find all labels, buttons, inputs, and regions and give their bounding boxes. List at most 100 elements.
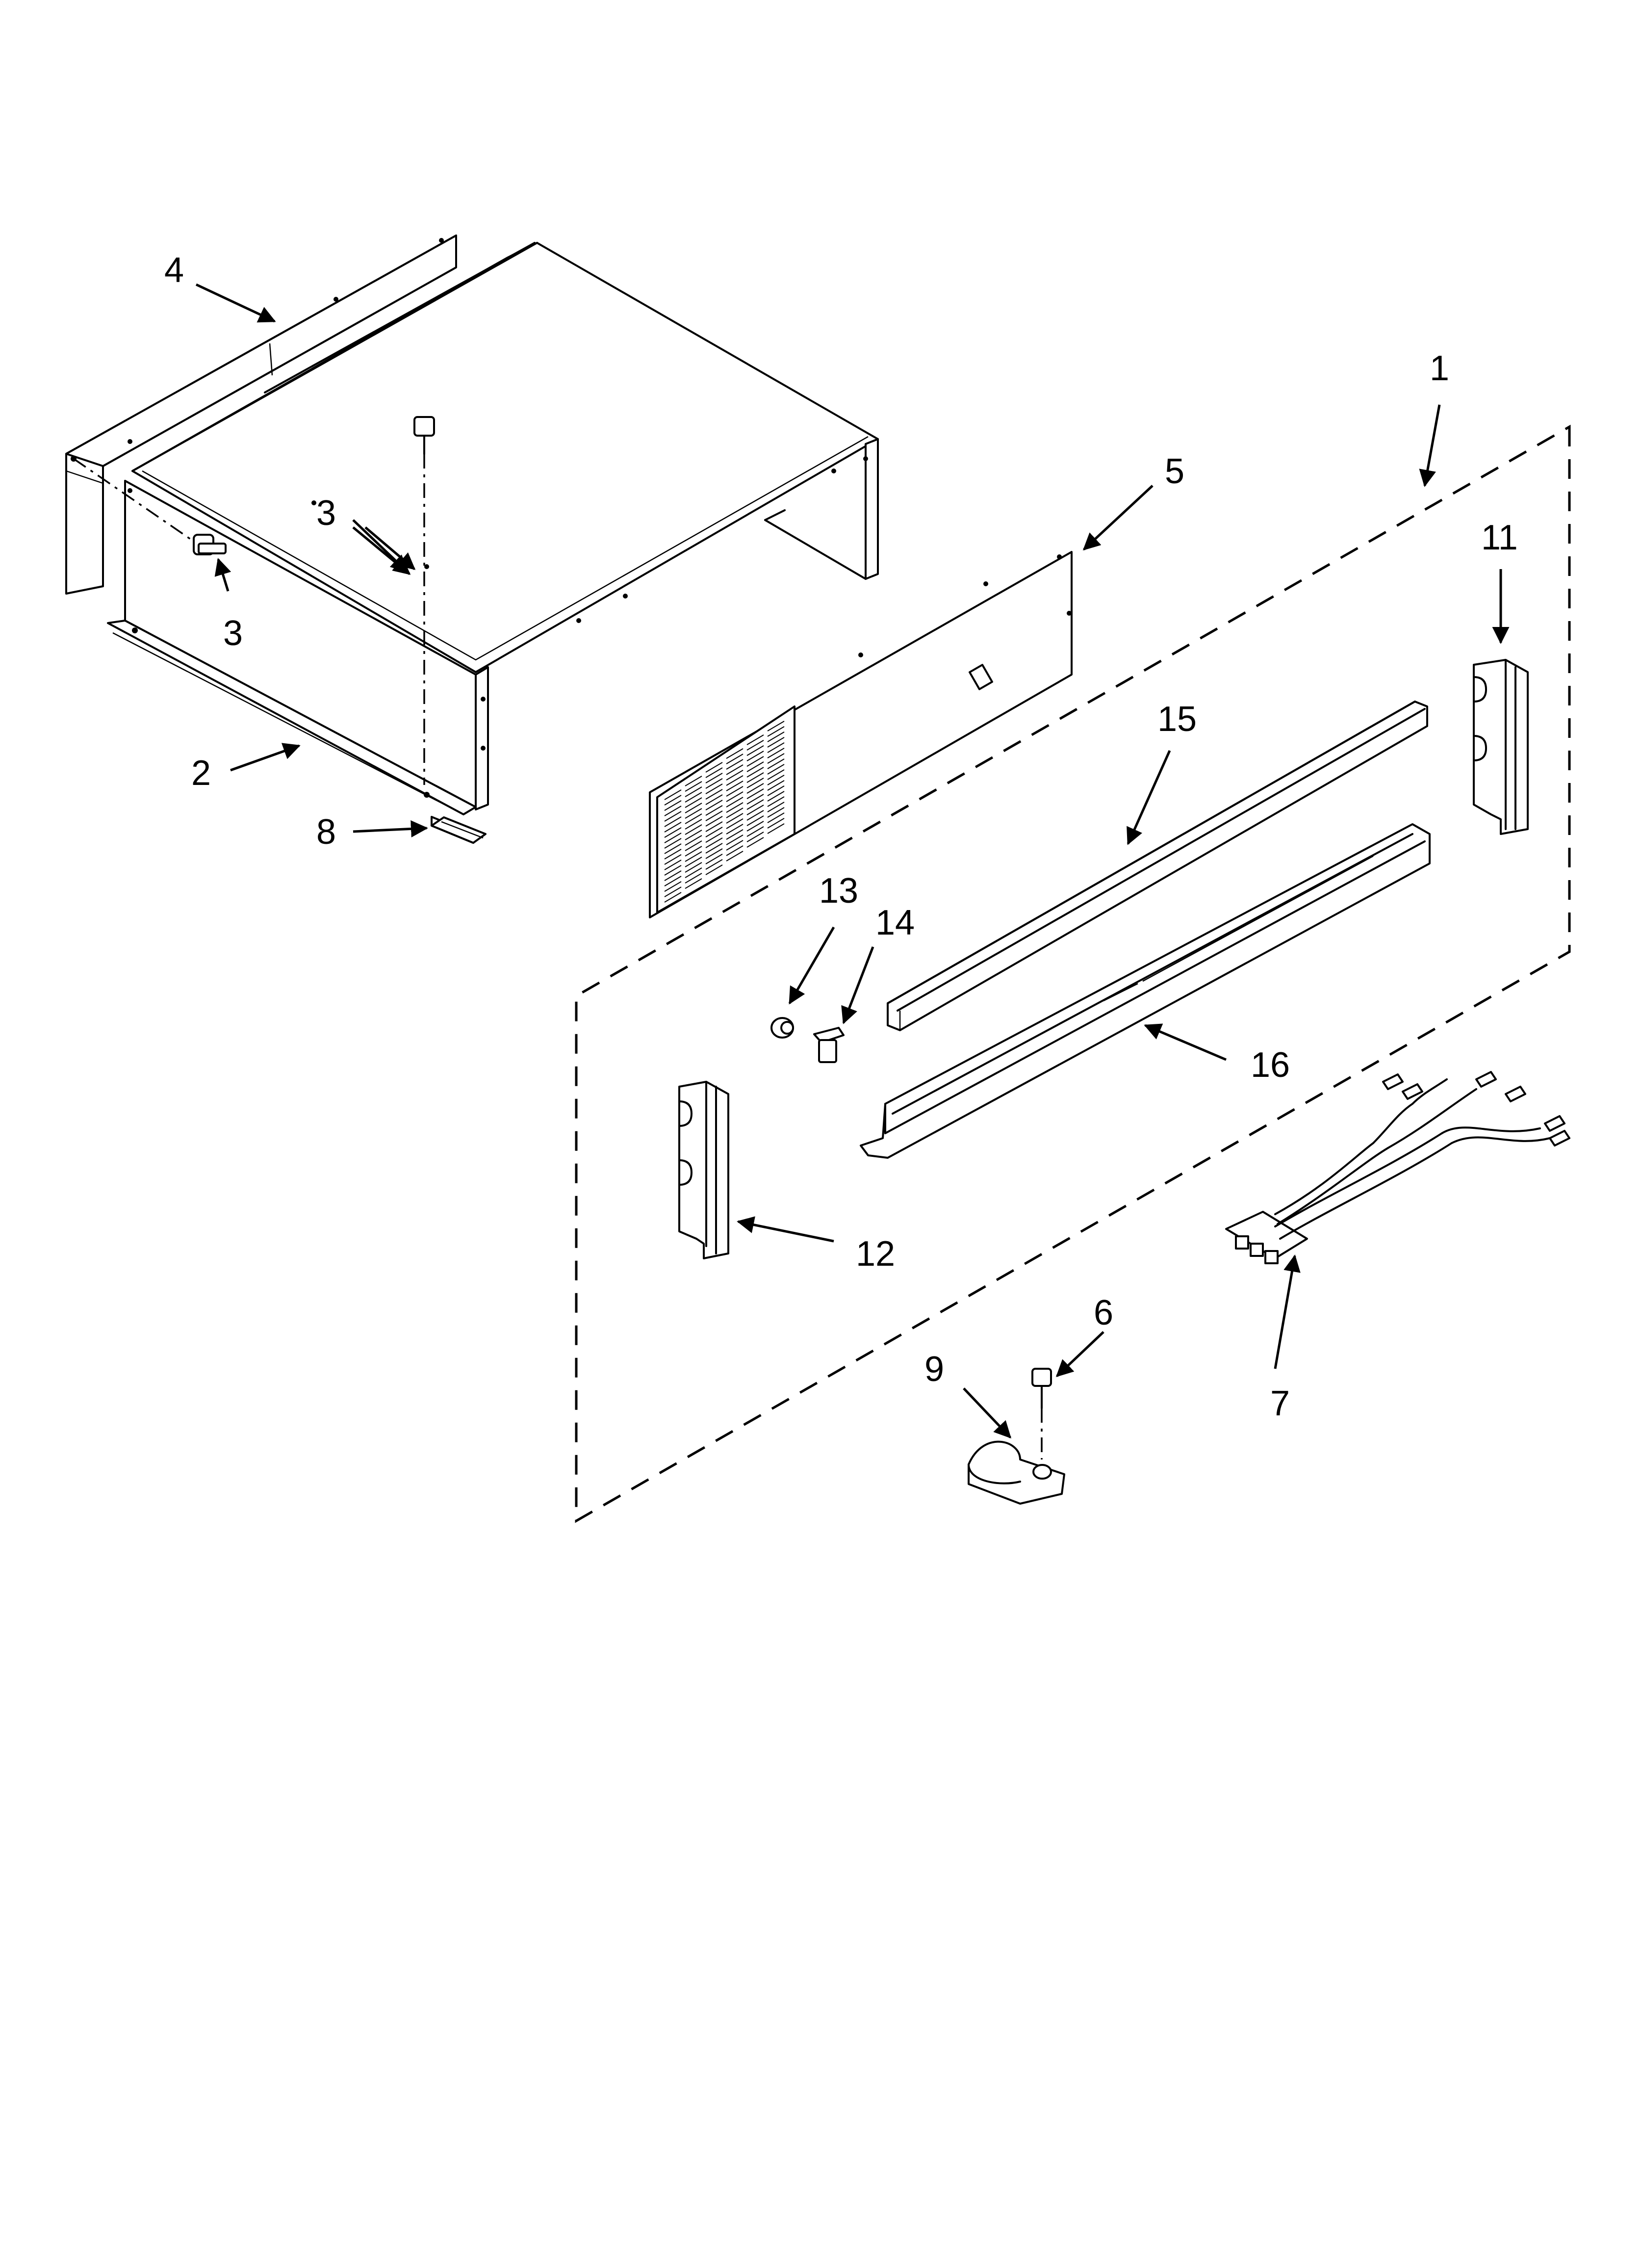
vent-slot: [767, 796, 785, 807]
callout-13: 13: [819, 871, 858, 911]
vent-slot: [685, 873, 702, 884]
vent-slot: [685, 835, 702, 846]
vent-slot: [726, 748, 744, 759]
vent-slot: [726, 818, 744, 829]
vent-slot: [767, 748, 785, 758]
vent-slot: [705, 794, 723, 805]
vent-slot: [664, 854, 682, 865]
callout-3-side: 3: [223, 614, 243, 653]
vent-slot: [685, 824, 702, 835]
vent-slot: [685, 781, 702, 792]
vent-slot: [705, 837, 723, 848]
part-8-clip: [431, 816, 487, 844]
part-3-screw-top: [413, 416, 435, 785]
vent-slot: [746, 740, 764, 751]
vent-slot: [767, 780, 785, 791]
vent-slot: [767, 791, 785, 802]
vent-slot: [746, 745, 764, 756]
vent-slot: [685, 857, 702, 867]
vent-slot: [685, 797, 702, 808]
vent-slot: [685, 786, 702, 797]
vent-slot: [664, 843, 682, 854]
vent-slot: [664, 789, 682, 800]
part-15-upper-rail: [887, 701, 1428, 1031]
vent-slot: [726, 834, 744, 845]
vent-slot: [767, 812, 785, 823]
vent-slot: [746, 767, 764, 778]
part-7-wire-harness: [1225, 1071, 1570, 1264]
callout-8: 8: [316, 812, 336, 852]
callout-3-top: 3: [316, 494, 336, 533]
vent-slot: [664, 833, 682, 843]
vent-slot: [705, 810, 723, 821]
vent-slot: [685, 878, 702, 889]
vent-slot: [767, 731, 785, 742]
vent-slot: [726, 829, 744, 840]
kit-boundary: [575, 424, 1571, 1523]
vent-slot: [746, 821, 764, 832]
vent-slot: [746, 794, 764, 805]
vent-slot: [767, 769, 785, 780]
vent-slot: [746, 805, 764, 815]
part-16-lower-rail: [860, 823, 1431, 1159]
vent-slot: [664, 795, 682, 806]
callout-4: 4: [164, 251, 184, 290]
vent-slot: [664, 865, 682, 876]
vent-slot: [746, 799, 764, 810]
vent-slot: [664, 881, 682, 892]
vent-slot: [705, 827, 723, 837]
vent-slot: [726, 797, 744, 808]
part-11-right-bracket: [1473, 659, 1529, 835]
callout-5: 5: [1165, 452, 1184, 491]
vent-slot: [664, 876, 682, 886]
callout-14: 14: [875, 903, 915, 942]
vent-slot: [705, 843, 723, 854]
vent-slot: [685, 808, 702, 819]
vent-slot: [664, 800, 682, 811]
vent-slot: [685, 830, 702, 840]
vent-slot: [746, 837, 764, 848]
vent-slot: [726, 754, 744, 764]
vent-slot: [664, 860, 682, 870]
callout-9: 9: [924, 1350, 944, 1389]
part-6-screw: [1031, 1368, 1052, 1460]
vent-slot: [746, 751, 764, 761]
vent-slot: [664, 811, 682, 822]
vent-slot: [705, 778, 723, 789]
vent-slot: [726, 775, 744, 786]
vent-slot: [767, 721, 785, 731]
vent-slot: [767, 785, 785, 796]
part-4-rear-bracket: [65, 235, 457, 595]
vent-slot: [685, 792, 702, 803]
vent-slot: [726, 764, 744, 775]
vent-slot: [746, 832, 764, 842]
callout-15: 15: [1157, 700, 1197, 739]
vent-slot: [685, 867, 702, 878]
vent-slot: [767, 764, 785, 775]
vent-slot: [726, 791, 744, 802]
vent-slot: [726, 802, 744, 813]
vent-slot: [664, 849, 682, 860]
vent-slot: [685, 862, 702, 873]
vent-slot: [664, 886, 682, 897]
vent-slot: [705, 762, 723, 773]
vent-slot: [705, 821, 723, 832]
vent-slot: [726, 781, 744, 791]
vent-slot: [685, 840, 702, 851]
vent-slot: [705, 864, 723, 875]
vent-slot: [705, 767, 723, 778]
vent-slot: [705, 848, 723, 859]
vent-slot: [685, 803, 702, 813]
vent-slot: [767, 775, 785, 785]
vent-slot: [726, 813, 744, 824]
callout-16: 16: [1251, 1045, 1290, 1085]
vent-slot: [767, 742, 785, 753]
vent-slot: [705, 783, 723, 794]
vent-slot: [746, 815, 764, 826]
vent-slot: [685, 813, 702, 824]
vent-slot: [767, 726, 785, 737]
vent-slot: [746, 783, 764, 794]
vent-slot: [705, 816, 723, 827]
part-5-grille-panel: [649, 551, 1073, 918]
vent-slot: [685, 819, 702, 830]
